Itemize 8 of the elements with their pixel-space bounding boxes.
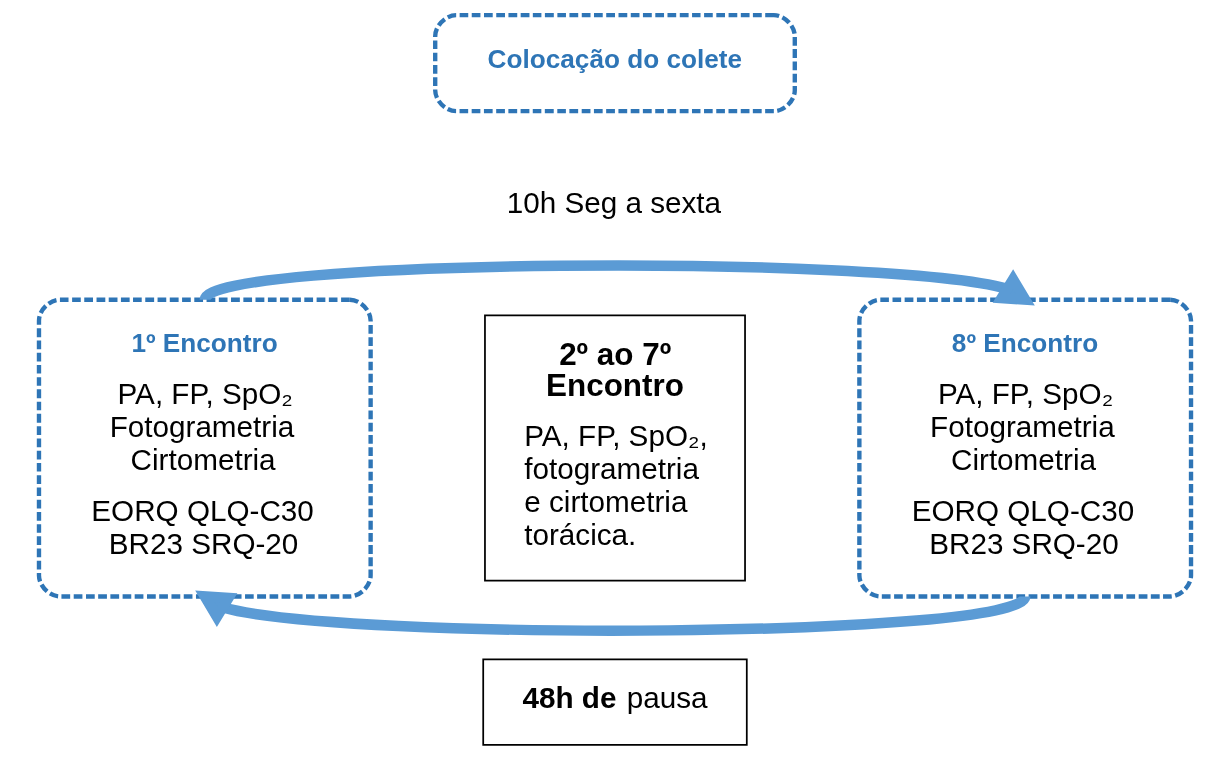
node-box: 48h de pausa bbox=[481, 658, 748, 746]
arrow bbox=[194, 590, 1028, 636]
node-box: 1º Encontro PA, FP, SpO₂ Fotogrametria Cirtometria EORQ QLQ-C30 BR23 SRQ-20 bbox=[36, 297, 373, 599]
arrow bbox=[201, 260, 1035, 306]
node-box: 2º ao 7º Encontro PA, FP, SpO₂, fotogrametria e cirtometria torácica. bbox=[483, 314, 746, 582]
label: 10h Seg a sexta bbox=[506, 185, 721, 219]
node-box: 8º Encontro PA, FP, SpO₂ Fotogrametria Cirtometria EORQ QLQ-C30 BR23 SRQ-20 bbox=[856, 297, 1193, 599]
node-box: Colocação do colete bbox=[432, 13, 797, 114]
